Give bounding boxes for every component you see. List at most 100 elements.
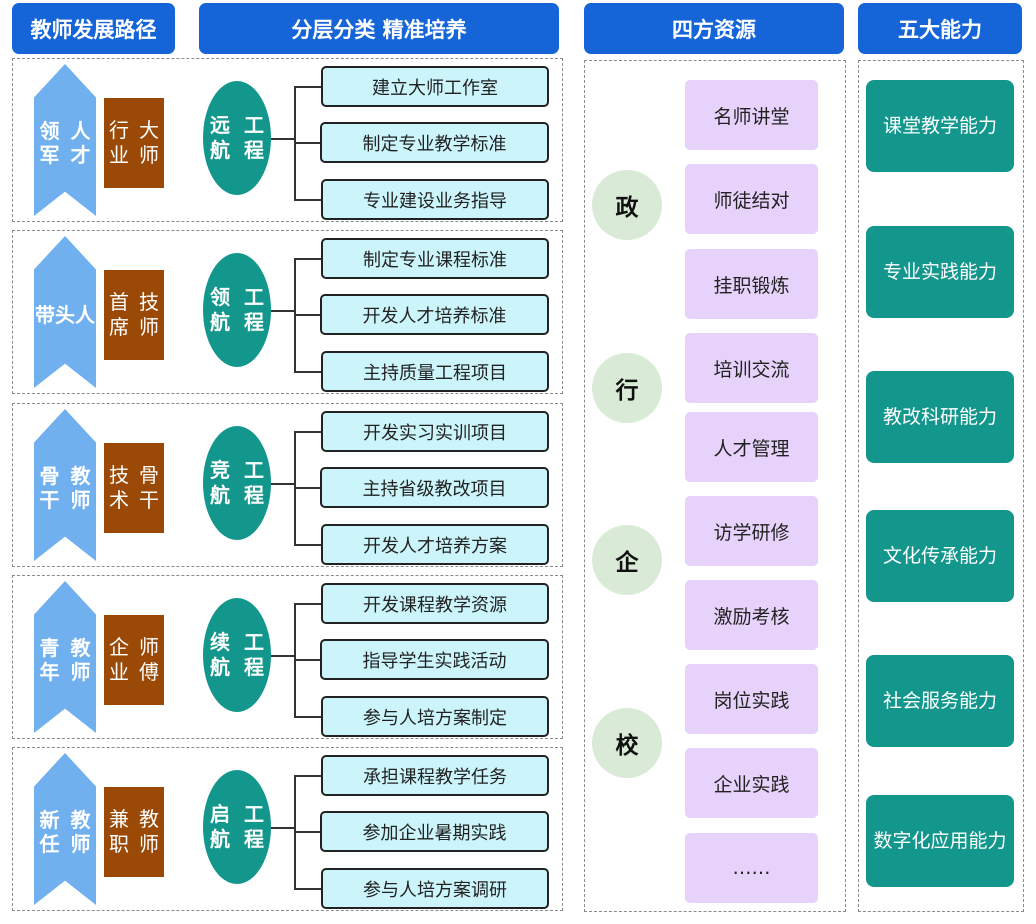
resource-item: 企业实践 (685, 748, 818, 818)
tier-arrow: 带头人 (34, 236, 96, 388)
task-box: 制定专业教学标准 (320, 122, 549, 163)
rank-label: 首席技师 (104, 270, 164, 360)
connector-line (271, 827, 295, 829)
rank-label: 行业大师 (104, 98, 164, 188)
project-ellipse: 竞航工程 (203, 426, 271, 540)
connector-line (294, 716, 321, 718)
ability-box: 文化传承能力 (866, 510, 1014, 602)
label-line: 师傅 (139, 635, 159, 684)
label-line: 企业 (109, 635, 129, 684)
resource-item: 人才管理 (685, 412, 818, 482)
tier-arrow: 新任教师 (34, 753, 96, 905)
connector-line (294, 603, 321, 605)
rank-label: 技术骨干 (104, 443, 164, 533)
resource-item: 师徒结对 (685, 164, 818, 234)
task-box: 指导学生实践活动 (320, 639, 549, 680)
header-layered-training: 分层分类 精准培养 (199, 3, 559, 54)
level-group (12, 747, 563, 911)
connector-line (294, 142, 320, 144)
header-five-abilities: 五大能力 (858, 3, 1022, 54)
project-ellipse: 启航工程 (203, 770, 271, 884)
rank-label: 兼职教师 (104, 787, 164, 877)
connector-line (294, 831, 320, 833)
level-group (12, 230, 563, 394)
ability-box: 社会服务能力 (866, 655, 1014, 747)
connector-line (294, 544, 321, 546)
task-box: 参加企业暑期实践 (320, 811, 549, 852)
connector-line (271, 138, 295, 140)
connector-line (271, 310, 295, 312)
tier-arrow: 骨干教师 (34, 409, 96, 561)
label-line: 工程 (244, 113, 264, 162)
project-ellipse: 远航工程 (203, 81, 271, 195)
label-line: 大师 (139, 118, 159, 167)
party-circle: 企 (592, 525, 662, 595)
label-line: 带头 (35, 303, 75, 327)
level-group (12, 403, 563, 567)
label-line: 人才 (70, 119, 91, 167)
label-line: 新任 (39, 808, 60, 856)
resource-item: 岗位实践 (685, 664, 818, 734)
task-box: 承担课程教学任务 (321, 755, 549, 796)
task-box: 专业建设业务指导 (321, 179, 549, 220)
party-circle: 政 (592, 170, 662, 240)
label-line: 行业 (109, 118, 129, 167)
connector-line (294, 775, 321, 777)
tier-arrow: 青年教师 (34, 581, 96, 733)
label-line: 技术 (109, 463, 129, 512)
label-line: 教师 (70, 636, 91, 684)
connector-line (294, 199, 321, 201)
resource-item: …… (685, 833, 818, 903)
task-box: 制定专业课程标准 (321, 238, 549, 279)
resource-item: 访学研修 (685, 496, 818, 566)
ability-box: 课堂教学能力 (866, 80, 1014, 172)
label-line: 工程 (244, 630, 264, 679)
task-box: 主持省级教改项目 (320, 467, 549, 508)
label-line: 领航 (210, 285, 230, 334)
level-group (12, 575, 563, 739)
connector-line (294, 371, 321, 373)
party-circle: 校 (592, 708, 662, 778)
label-line: 工程 (244, 802, 264, 851)
header-four-resources: 四方资源 (584, 3, 844, 54)
task-box: 开发课程教学资源 (321, 583, 549, 624)
connector-line (271, 483, 295, 485)
task-box: 参与人培方案制定 (321, 696, 549, 737)
label-line: 竞航 (210, 458, 230, 507)
level-group (12, 58, 563, 222)
task-box: 开发人才培养标准 (320, 294, 549, 335)
label-line: 领军 (39, 119, 60, 167)
rank-label: 企业师傅 (104, 615, 164, 705)
label-line: 兼职 (109, 807, 129, 856)
label-line: 青年 (39, 636, 60, 684)
project-ellipse: 续航工程 (203, 598, 271, 712)
connector-line (294, 314, 320, 316)
header-teacher-path: 教师发展路径 (12, 3, 175, 54)
connector-line (294, 888, 321, 890)
label-line: 教师 (139, 807, 159, 856)
label-line: 教师 (70, 808, 91, 856)
label-line: 技师 (139, 290, 159, 339)
label-line: 教师 (70, 464, 91, 512)
connector-line (271, 655, 295, 657)
task-box: 开发实习实训项目 (321, 411, 549, 452)
connector-line (294, 258, 321, 260)
connector-line (294, 86, 321, 88)
abilities-panel (858, 60, 1024, 912)
label-line: 骨干 (139, 463, 159, 512)
connector-line (294, 659, 320, 661)
label-line: 骨干 (39, 464, 60, 512)
label-line: 工程 (244, 458, 264, 507)
connector-line (294, 487, 320, 489)
ability-box: 教改科研能力 (866, 371, 1014, 463)
label-line: 首席 (109, 290, 129, 339)
tier-arrow: 领军人才 (34, 64, 96, 216)
ability-box: 专业实践能力 (866, 226, 1014, 318)
label-line: 人 (75, 303, 95, 327)
resource-item: 培训交流 (685, 333, 818, 403)
project-ellipse: 领航工程 (203, 253, 271, 367)
task-box: 主持质量工程项目 (321, 351, 549, 392)
label-line: 工程 (244, 285, 264, 334)
ability-box: 数字化应用能力 (866, 795, 1014, 887)
label-line: 启航 (210, 802, 230, 851)
